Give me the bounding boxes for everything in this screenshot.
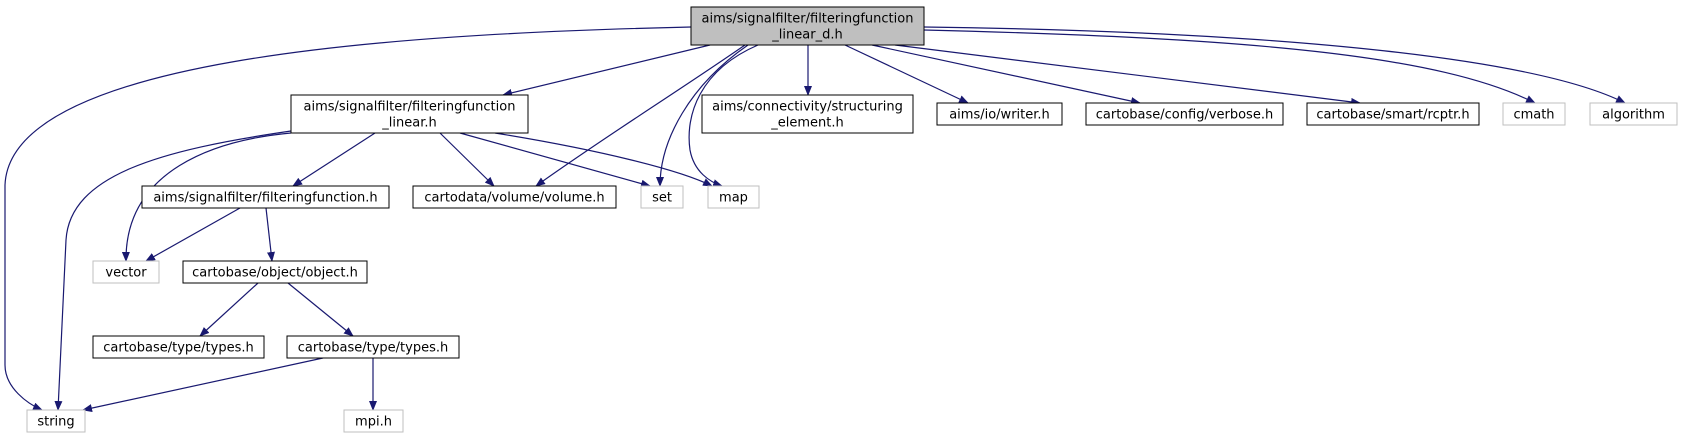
node-box: [1502, 102, 1566, 126]
node-label: aims/signalfilter/filteringfunction: [702, 12, 914, 27]
node-box: [182, 260, 368, 284]
node-n14[interactable]: cartobase/object/object.h: [182, 260, 368, 284]
node-box: [412, 185, 617, 209]
node-n7[interactable]: aims/io/writer.h: [936, 102, 1063, 126]
node-box: [286, 335, 460, 359]
node-n5: map: [707, 185, 760, 209]
node-box: [707, 185, 760, 209]
node-box: [92, 335, 265, 359]
node-n4: set: [640, 185, 684, 209]
node-label: map: [719, 191, 748, 206]
edge-n0-to-n5: [688, 44, 759, 187]
node-n0[interactable]: aims/signalfilter/filteringfunction_line…: [690, 6, 925, 46]
node-label: cartobase/object/object.h: [192, 266, 358, 281]
node-label: mpi.h: [355, 415, 392, 430]
node-label: aims/signalfilter/filteringfunction: [304, 100, 516, 115]
node-label: set: [652, 191, 672, 206]
edge-n0-to-n4: [656, 44, 749, 187]
edge-n0-to-n8: [871, 44, 1141, 106]
node-label: _linear.h: [381, 116, 436, 131]
node-label: cartobase/smart/rcptr.h: [1316, 108, 1469, 123]
node-label: cartodata/volume/volume.h: [424, 191, 604, 206]
edge-n12-to-n13: [145, 207, 241, 262]
edge-n16-to-n2: [82, 357, 324, 413]
edge-n0-to-n11: [923, 26, 1626, 104]
node-n8[interactable]: cartobase/config/verbose.h: [1085, 102, 1284, 126]
node-box: [1306, 102, 1480, 126]
node-box: [1085, 102, 1284, 126]
node-label: algorithm: [1602, 108, 1665, 123]
node-n12[interactable]: aims/signalfilter/filteringfunction.h: [141, 185, 390, 209]
edge-n0-to-n1: [502, 44, 711, 97]
edge-n0-to-n3: [535, 44, 746, 187]
node-box: [701, 94, 914, 134]
edge-n14-to-n16: [287, 282, 354, 337]
node-label: aims/connectivity/structuring: [712, 100, 903, 115]
node-label: _linear_d.h: [771, 28, 842, 43]
edge-n12-to-n14: [265, 207, 275, 262]
node-n1[interactable]: aims/signalfilter/filteringfunction_line…: [290, 94, 529, 134]
node-label: _element.h: [770, 116, 843, 131]
node-n11: algorithm: [1589, 102, 1678, 126]
node-label: string: [37, 415, 74, 430]
node-label: cartobase/type/types.h: [298, 341, 448, 356]
node-box: [290, 94, 529, 134]
edge-n0-to-n7: [844, 44, 969, 104]
edge-n1-to-n2: [54, 130, 292, 411]
node-box: [92, 260, 160, 284]
edge-n1-to-n13: [121, 132, 292, 262]
node-n13: vector: [92, 260, 160, 284]
node-n10: cmath: [1502, 102, 1566, 126]
edge-n14-to-n15: [199, 282, 259, 337]
node-n6[interactable]: aims/connectivity/structuring_element.h: [701, 94, 914, 134]
nodes-layer: aims/signalfilter/filteringfunction_line…: [26, 6, 1678, 433]
node-box: [690, 6, 925, 46]
node-label: cartobase/config/verbose.h: [1096, 108, 1273, 123]
edge-n1-to-n5: [494, 132, 713, 187]
node-box: [936, 102, 1063, 126]
node-label: aims/signalfilter/filteringfunction.h: [153, 191, 377, 206]
node-label: aims/io/writer.h: [949, 108, 1050, 123]
node-box: [343, 409, 404, 433]
node-n16[interactable]: cartobase/type/types.h: [286, 335, 460, 359]
node-box: [1589, 102, 1678, 126]
edge-n1-to-n4: [459, 132, 651, 188]
edge-n0-to-n2: [4, 26, 692, 411]
node-n15[interactable]: cartobase/type/types.h: [92, 335, 265, 359]
edge-n1-to-n12: [292, 132, 376, 187]
node-label: cmath: [1513, 108, 1554, 123]
node-n2: string: [26, 409, 86, 433]
node-box: [141, 185, 390, 209]
edge-n0-to-n9: [894, 44, 1361, 106]
node-box: [640, 185, 684, 209]
node-n17: mpi.h: [343, 409, 404, 433]
edge-n0-to-n10: [923, 29, 1536, 104]
edges-layer: [4, 26, 1626, 413]
node-n3[interactable]: cartodata/volume/volume.h: [412, 185, 617, 209]
node-n9[interactable]: cartobase/smart/rcptr.h: [1306, 102, 1480, 126]
node-label: cartobase/type/types.h: [103, 341, 253, 356]
node-label: vector: [105, 266, 147, 281]
edge-n1-to-n3: [439, 132, 495, 187]
node-box: [26, 409, 86, 433]
